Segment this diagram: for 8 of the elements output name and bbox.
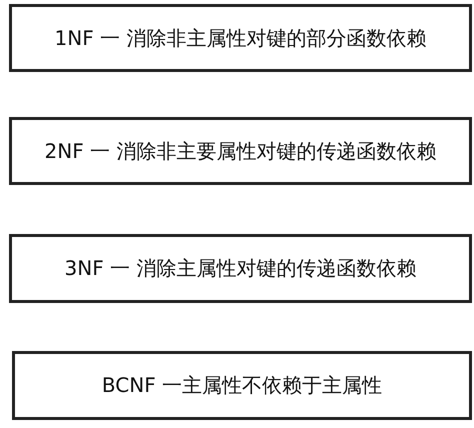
process-box [9,117,472,185]
box-label: 2NF 一 消除非主要属性对键的传递函数依赖 [44,138,436,164]
process-box [9,234,472,303]
process-box [12,351,472,420]
box-label: 1NF 一 消除非主属性对键的部分函数依赖 [54,24,426,52]
process-box [9,4,472,72]
box-label: BCNF 一主属性不依赖于主属性 [102,372,382,399]
box-label: 3NF 一 消除主属性对键的传递函数依赖 [64,255,416,282]
